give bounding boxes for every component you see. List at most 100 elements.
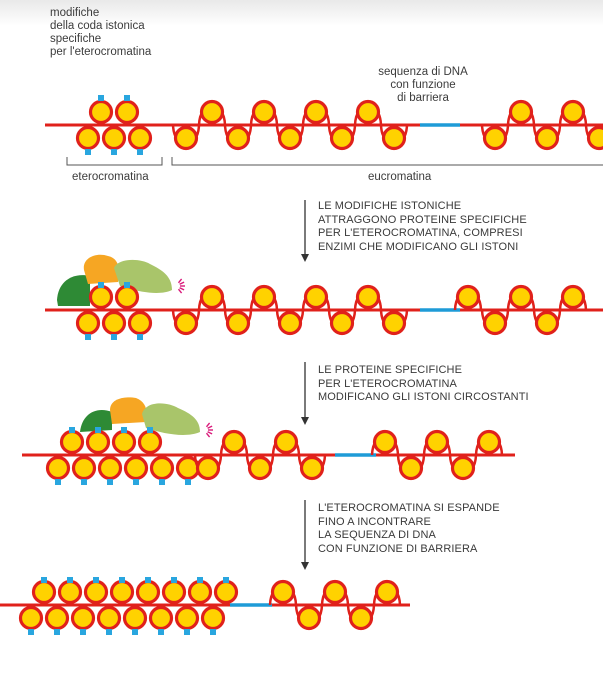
nucleosome: [303, 99, 329, 125]
nucleosome: [424, 429, 450, 455]
heterochromatin-nucleosome: [127, 125, 153, 151]
histone-mark: [223, 577, 229, 583]
heterochromatin-nucleosome: [18, 605, 44, 631]
histone-mark: [124, 95, 130, 101]
histone-mark: [85, 149, 91, 155]
histone-mark: [81, 479, 87, 485]
nucleosome: [508, 284, 534, 310]
euchromatin-bracket: [171, 157, 603, 166]
heterochromatin-nucleosome: [59, 429, 85, 455]
heterochromatin-nucleosome: [88, 284, 114, 310]
down-arrow-head: [301, 254, 309, 262]
histone-mark: [85, 334, 91, 340]
activity-spark: [207, 431, 213, 435]
heterochromatin-nucleosome: [85, 429, 111, 455]
nucleosome: [322, 579, 348, 605]
nucleosome: [251, 284, 277, 310]
nucleosome: [482, 310, 508, 336]
activity-spark: [207, 425, 213, 429]
histone-mark: [67, 577, 73, 583]
heterochromatin-nucleosome: [57, 579, 83, 605]
protein-orange: [110, 397, 147, 424]
histone-mark: [95, 427, 101, 433]
histone-mark: [54, 629, 60, 635]
nucleosome: [173, 125, 199, 151]
protein-light-green: [142, 403, 200, 435]
heterochromatin-nucleosome: [75, 310, 101, 336]
heterochromatin-nucleosome: [44, 605, 70, 631]
nucleosome: [450, 455, 476, 481]
nucleosome: [277, 125, 303, 151]
heterochromatin-nucleosome: [123, 455, 149, 481]
heterochromatin-nucleosome: [137, 429, 163, 455]
down-arrow-head: [301, 562, 309, 570]
nucleosome: [273, 429, 299, 455]
histone-mark: [147, 427, 153, 433]
histone-mark: [28, 629, 34, 635]
nucleosome: [348, 605, 374, 631]
histone-mark: [41, 577, 47, 583]
histone-mark: [69, 427, 75, 433]
heterochromatin-nucleosome: [127, 310, 153, 336]
nucleosome: [303, 284, 329, 310]
nucleosome: [455, 284, 481, 310]
histone-mark: [121, 427, 127, 433]
histone-mark: [158, 629, 164, 635]
heterochromatin-nucleosome: [88, 99, 114, 125]
heterochromatin-nucleosome: [149, 455, 175, 481]
nucleosome: [270, 579, 296, 605]
step-1-text: LE MODIFICHE ISTONICHE ATTRAGGONO PROTEI…: [318, 200, 527, 253]
down-arrow-head: [301, 417, 309, 425]
heterochromatin-nucleosome: [101, 310, 127, 336]
activity-spark: [179, 281, 185, 285]
nucleosome: [560, 99, 586, 125]
nucleosome: [173, 310, 199, 336]
heterochromatin-nucleosome: [97, 455, 123, 481]
histone-mark: [119, 577, 125, 583]
heterochromatin-bracket: [66, 157, 163, 166]
histone-mark: [137, 149, 143, 155]
histone-mark: [98, 95, 104, 101]
histone-mark: [98, 282, 104, 288]
histone-mark: [111, 334, 117, 340]
heterochromatin-nucleosome: [83, 579, 109, 605]
heterochromatin-nucleosome: [135, 579, 161, 605]
histone-mark: [197, 577, 203, 583]
histone-mark: [171, 577, 177, 583]
nucleosome: [199, 99, 225, 125]
activity-spark: [177, 288, 183, 294]
nucleosome: [381, 125, 407, 151]
histone-mark: [145, 577, 151, 583]
step-2-text: LE PROTEINE SPECIFICHE PER L'ETEROCROMAT…: [318, 364, 529, 403]
activity-spark: [177, 278, 183, 284]
nucleosome: [221, 429, 247, 455]
nucleosome: [374, 579, 400, 605]
heterochromatin-nucleosome: [31, 579, 57, 605]
heterochromatin-nucleosome: [111, 429, 137, 455]
heterochromatin-nucleosome: [187, 579, 213, 605]
nucleosome: [355, 99, 381, 125]
heterochromatin-nucleosome: [122, 605, 148, 631]
activity-spark: [205, 422, 211, 428]
nucleosome: [508, 99, 534, 125]
histone-mark: [124, 282, 130, 288]
nucleosome: [534, 310, 560, 336]
nucleosome: [199, 284, 225, 310]
heterochromatin-nucleosome: [101, 125, 127, 151]
heterochromatin-nucleosome: [109, 579, 135, 605]
heterochromatin-nucleosome: [75, 125, 101, 151]
heterochromatin-nucleosome: [114, 99, 140, 125]
histone-mark: [159, 479, 165, 485]
heterochromatin-nucleosome: [114, 284, 140, 310]
histone-mark: [80, 629, 86, 635]
activity-spark: [179, 287, 185, 291]
nucleosome: [560, 284, 586, 310]
nucleosome: [534, 125, 560, 151]
nucleosome: [586, 125, 603, 151]
nucleosome: [247, 455, 273, 481]
nucleosome: [329, 125, 355, 151]
heterochromatin-nucleosome: [96, 605, 122, 631]
heterochromatin-nucleosome: [45, 455, 71, 481]
top-bar: [0, 0, 603, 26]
